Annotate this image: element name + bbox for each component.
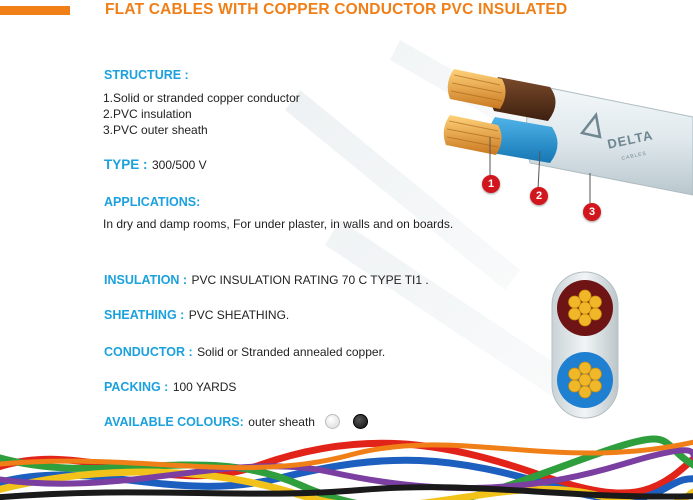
packing-label: PACKING :	[104, 380, 169, 394]
cable-cross-section	[551, 271, 619, 419]
decorative-wires-footer	[0, 435, 693, 500]
colour-swatch-black	[352, 414, 368, 429]
type-row: TYPE : 300/500 V	[104, 156, 207, 174]
conductor-row: CONDUCTOR : Solid or Stranded annealed c…	[104, 343, 385, 361]
colours-label: AVAILABLE COLOURS:	[104, 415, 244, 429]
insulation-label: INSULATION :	[104, 273, 188, 287]
colours-row: AVAILABLE COLOURS: outer sheath	[104, 413, 368, 431]
sheathing-value: PVC SHEATHING.	[188, 308, 290, 322]
insulation-value: PVC INSULATION RATING 70 C TYPE TI1 .	[191, 273, 429, 287]
applications-label: APPLICATIONS:	[104, 195, 201, 209]
flat-cable-illustration	[443, 69, 693, 203]
sheathing-label: SHEATHING :	[104, 308, 185, 322]
packing-row: PACKING : 100 YARDS	[104, 378, 236, 396]
packing-value: 100 YARDS	[172, 380, 237, 394]
insulation-row: INSULATION : PVC INSULATION RATING 70 C …	[104, 271, 429, 289]
structure-item: 3.PVC outer sheath	[103, 123, 208, 137]
structure-item: 2.PVC insulation	[103, 107, 192, 121]
type-value: 300/500 V	[151, 158, 207, 172]
conductor-label: CONDUCTOR :	[104, 345, 193, 359]
colours-value: outer sheath	[248, 415, 315, 429]
callout-1: 1	[482, 175, 500, 193]
colour-swatch-white	[325, 414, 341, 429]
callout-3: 3	[583, 203, 601, 221]
conductor-value: Solid or Stranded annealed copper.	[197, 345, 386, 359]
structure-list: 1.Solid or stranded copper conductor 2.P…	[103, 90, 300, 138]
page-title: FLAT CABLES WITH COPPER CONDUCTOR PVC IN…	[105, 1, 568, 18]
applications-text: In dry and damp rooms, For under plaster…	[103, 217, 454, 231]
structure-item: 1.Solid or stranded copper conductor	[103, 91, 300, 105]
structure-label: STRUCTURE :	[104, 68, 189, 82]
callout-2: 2	[530, 187, 548, 205]
type-label: TYPE :	[104, 157, 148, 172]
sheathing-row: SHEATHING : PVC SHEATHING.	[104, 306, 289, 324]
header-accent-bar	[0, 6, 70, 15]
